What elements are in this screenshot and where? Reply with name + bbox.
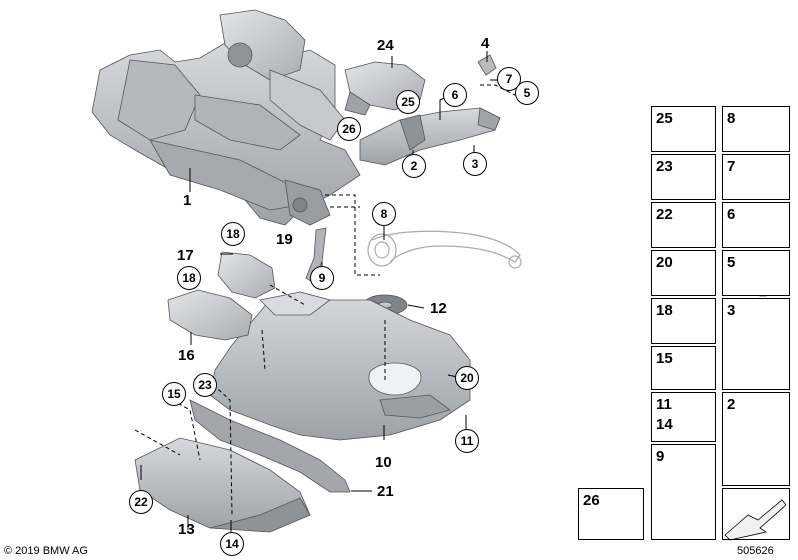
- table-cell-22: 22: [651, 202, 716, 248]
- wishbone-part: [359, 107, 501, 166]
- callout-17: 17: [177, 247, 194, 264]
- table-label-26: 26: [583, 492, 600, 509]
- copyright-text: © 2019 BMW AG: [4, 545, 88, 557]
- table-label-25: 25: [656, 110, 673, 127]
- callout-3-circle: 3: [463, 152, 487, 176]
- table-label-8: 8: [727, 110, 736, 127]
- table-label-23: 23: [656, 158, 673, 175]
- callout-15-circle: 15: [162, 382, 186, 406]
- table-cell-3: 3: [722, 298, 790, 390]
- diagram-number: 505626: [737, 545, 774, 557]
- callout-18-circle-upper: 18: [221, 222, 245, 246]
- table-cell-8: 8: [722, 106, 790, 152]
- callout-21: 21: [377, 483, 394, 500]
- callout-18-circle-lower: 18: [177, 266, 201, 290]
- callout-1: 1: [183, 192, 192, 209]
- table-label-2: 2: [727, 396, 736, 413]
- table-label-15: 15: [656, 350, 673, 367]
- callout-5-circle: 5: [515, 81, 539, 105]
- table-cell-2: 2: [722, 392, 790, 486]
- callout-6-circle: 6: [443, 83, 467, 107]
- callout-26-circle: 26: [337, 117, 361, 141]
- callout-14-circle: 14: [220, 532, 244, 556]
- underbody-panel-17-part: [217, 251, 276, 299]
- axle-carrier-part: [91, 9, 361, 226]
- table-cell-9: 9: [651, 444, 716, 540]
- wishbone-outline-part: [367, 230, 522, 269]
- callout-13: 13: [178, 521, 195, 538]
- callout-9-circle: 9: [310, 266, 334, 290]
- callout-22-circle: 22: [129, 490, 153, 514]
- callout-12: 12: [430, 300, 447, 317]
- table-label-18: 18: [656, 302, 673, 319]
- table-label-7: 7: [727, 158, 736, 175]
- table-label-20: 20: [656, 254, 673, 271]
- table-label-5: 5: [727, 254, 736, 271]
- callout-23-circle: 23: [193, 373, 217, 397]
- callout-19: 19: [276, 231, 293, 248]
- callout-16: 16: [178, 347, 195, 364]
- callout-10: 10: [375, 454, 392, 471]
- table-cell-25: 25: [651, 106, 716, 152]
- bracket-4-part: [477, 54, 497, 76]
- underbody-panel-13-part: [134, 437, 311, 533]
- table-label-11: 11: [656, 396, 672, 413]
- table-cell-20: 20: [651, 250, 716, 296]
- table-cell-5: 5: [722, 250, 790, 296]
- callout-11-circle: 11: [455, 429, 479, 453]
- table-label-22: 22: [656, 206, 673, 223]
- table-cell-6: 6: [722, 202, 790, 248]
- callout-24: 24: [377, 37, 394, 54]
- table-label-3: 3: [727, 302, 736, 319]
- table-label-14: 14: [656, 416, 673, 433]
- table-cell-arrow: [722, 488, 790, 540]
- table-cell-23: 23: [651, 154, 716, 200]
- table-cell-15: 15: [651, 346, 716, 390]
- callout-2-circle: 2: [402, 154, 426, 178]
- callout-8-circle: 8: [372, 202, 396, 226]
- callout-4: 4: [481, 35, 490, 52]
- table-cell-7: 7: [722, 154, 790, 200]
- underbody-panel-10-part: [209, 291, 471, 441]
- table-cell-26: 26: [578, 488, 644, 540]
- callout-25-circle: 25: [396, 90, 420, 114]
- table-label-9: 9: [656, 448, 665, 465]
- table-cell-18: 18: [651, 298, 716, 344]
- table-label-6: 6: [727, 206, 736, 223]
- underbody-panel-16-part: [167, 289, 253, 341]
- callout-20-circle: 20: [455, 366, 479, 390]
- table-cell-11-14: 11 14: [651, 392, 716, 442]
